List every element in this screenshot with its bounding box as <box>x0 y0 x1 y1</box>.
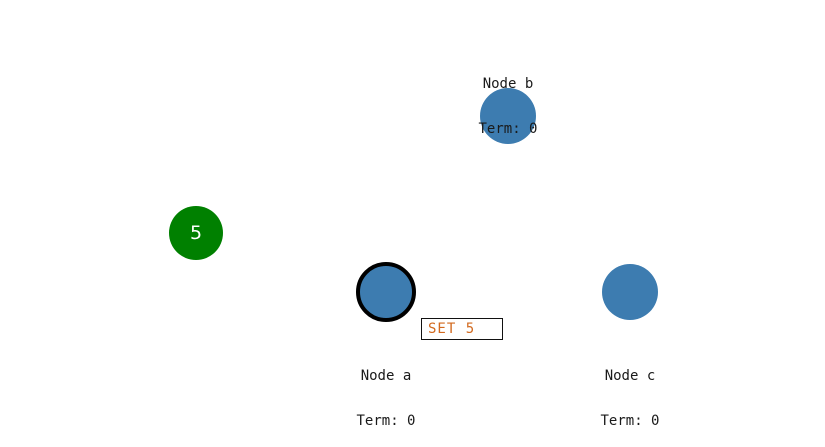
message-token-value: 5 <box>189 221 203 244</box>
message-token[interactable]: 5 <box>169 206 223 260</box>
node-label-c: Node c Term: 0 <box>571 339 689 447</box>
command-box-text: SET 5 <box>428 321 476 337</box>
node-term-a: Term: 0 <box>356 413 416 429</box>
node-name-c: Node c <box>604 368 656 384</box>
node-label-a: Node a Term: 0 <box>327 339 445 447</box>
node-name-a: Node a <box>360 368 412 384</box>
node-label-b: Node b Term: 0 <box>449 47 567 167</box>
node-term-c: Term: 0 <box>600 413 660 429</box>
node-circle-a[interactable] <box>356 262 416 322</box>
command-box[interactable]: SET 5 <box>421 318 503 340</box>
node-term-b: Term: 0 <box>478 121 538 137</box>
node-name-b: Node b <box>482 76 534 92</box>
node-circle-c[interactable] <box>602 264 658 320</box>
node-circle-b[interactable] <box>480 88 536 144</box>
